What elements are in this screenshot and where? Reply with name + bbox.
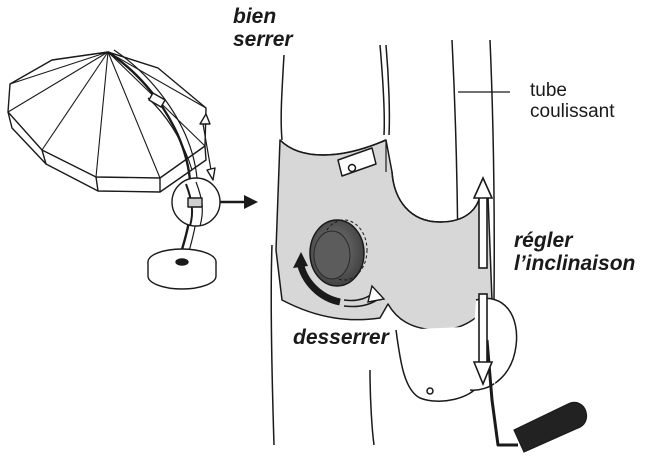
sliding-tube-label-line-2: coulissant [530,100,615,122]
upper-pole [280,54,285,141]
sliding-tube-label-line-1: tube [530,80,567,101]
loosen-label: desserrer [293,326,389,350]
zoom-arrow-icon [220,195,258,209]
sliding-tube-label: tube coulissant [530,80,615,122]
double-arrow-icon [472,176,494,387]
adjust-tilt-label-line-2: l’inclinaison [514,251,636,275]
lower-pole [270,244,275,446]
clamp-collar [275,139,493,331]
adjust-tilt-label-line-1: régler [514,229,573,252]
lower-housing [395,325,487,402]
loosen-label-text: desserrer [293,326,389,349]
knob-icon [309,219,368,287]
tighten-label: bien serrer [233,5,293,51]
umbrella-canopy [7,51,207,179]
crank-handle-icon [513,401,588,453]
tighten-label-line-2: serrer [233,27,293,51]
umbrella-pole [107,51,193,263]
adjust-tilt-label: régler l’inclinaison [514,229,636,275]
umbrella-icon [7,49,221,290]
tighten-label-line-1: bien [233,5,277,28]
rotation-arrow-icon [293,252,386,308]
